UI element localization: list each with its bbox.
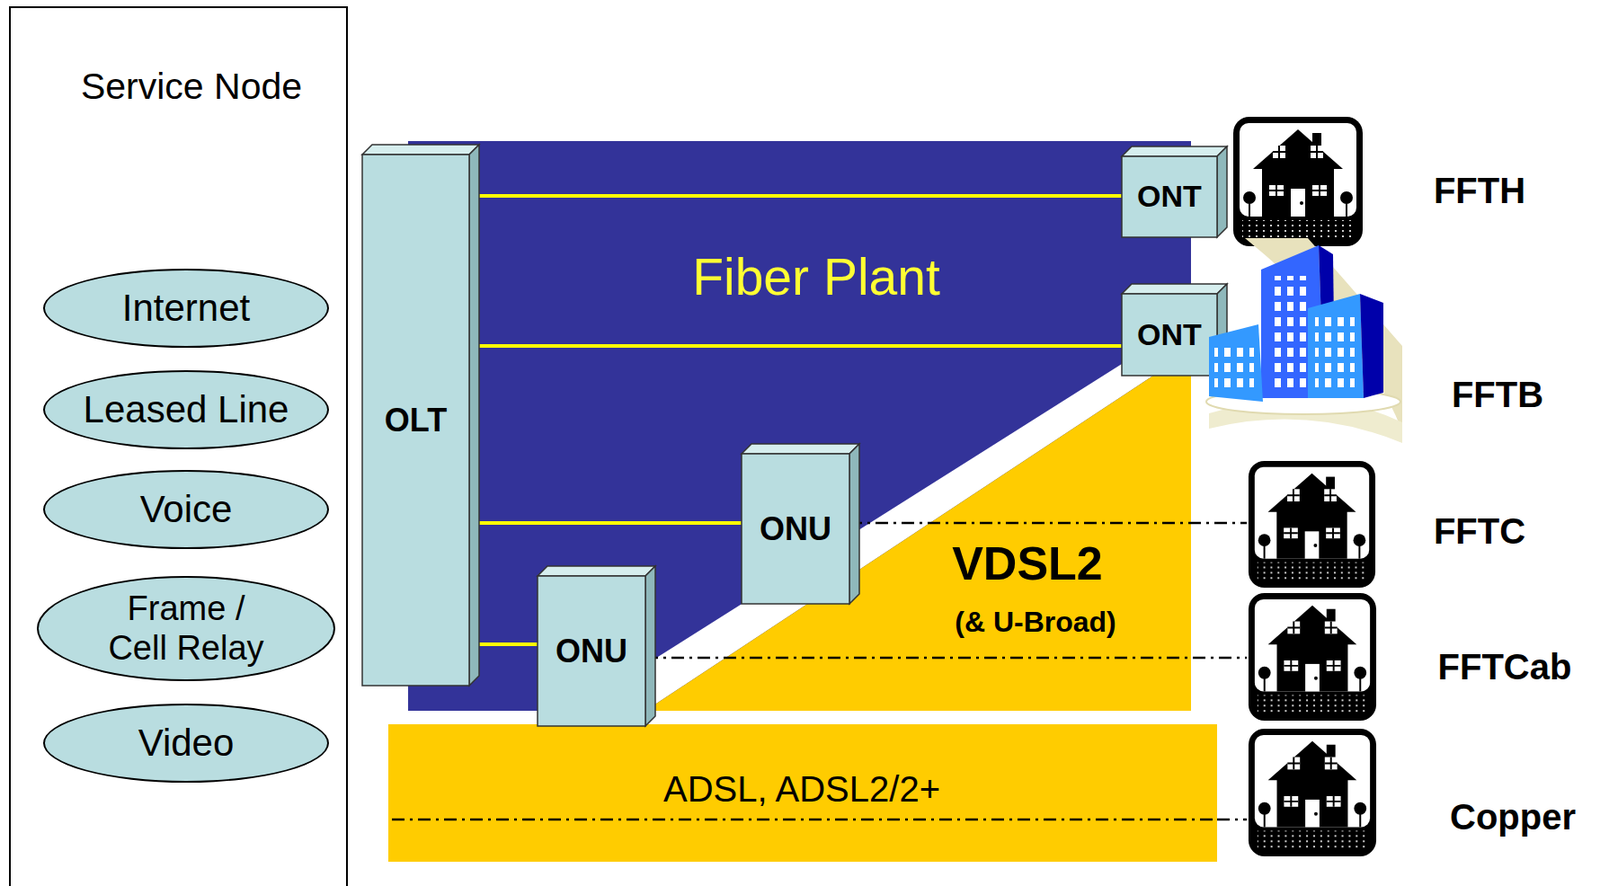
house-graphic: [1246, 591, 1378, 723]
house-icon: FFTH: [1231, 115, 1583, 249]
node-label: Video: [138, 721, 235, 765]
node-label: FFTH: [1433, 169, 1526, 212]
node-label: Fiber Plant: [692, 248, 941, 308]
node-label: OLT: [384, 401, 447, 439]
service-ellipse: Video: [43, 703, 329, 783]
house-icon: FFTCab: [1246, 591, 1583, 723]
onu-box: ONU: [741, 453, 850, 605]
buildings-graphic: [1208, 238, 1403, 450]
node-label: Copper: [1449, 796, 1576, 838]
node-label: VDSL2: [951, 537, 1103, 592]
building-icon: FFTB: [1208, 238, 1583, 450]
node-label: (& U-Broad): [954, 605, 1117, 640]
node-label: FFTB: [1451, 373, 1544, 416]
node-label: Frame / Cell Relay: [96, 589, 276, 668]
house-icon: Copper: [1246, 727, 1583, 859]
ont-box: ONT: [1121, 293, 1218, 376]
adsl-band: ADSL, ADSL2/2+: [388, 724, 1218, 863]
node-label: Voice: [140, 488, 233, 532]
node-label: ONT: [1137, 317, 1202, 353]
node-label: FFTCab: [1438, 646, 1573, 688]
service-ellipse: Voice: [43, 470, 329, 550]
connector-line: [1217, 818, 1247, 822]
node-label: Service Node: [80, 65, 303, 108]
node-label: Internet: [122, 286, 250, 330]
house-graphic: [1246, 459, 1378, 590]
ont-box: ONT: [1121, 156, 1218, 238]
service-ellipse: Leased Line: [43, 370, 329, 450]
service-ellipse: Internet: [43, 268, 329, 348]
house-icon: FFTC: [1246, 459, 1583, 590]
node-label: ONT: [1137, 178, 1202, 214]
node-label: Leased Line: [83, 388, 290, 432]
node-label: ONU: [759, 510, 832, 548]
service-node-panel: Service NodeInternetLeased LineVoiceFram…: [8, 6, 348, 886]
node-label: ONU: [555, 632, 628, 670]
onu-box: ONU: [537, 576, 646, 727]
node-label: FFTC: [1433, 510, 1526, 552]
service-ellipse: Frame / Cell Relay: [36, 576, 336, 682]
olt-box: OLT: [362, 154, 470, 686]
house-graphic: [1231, 115, 1365, 249]
node-label: ADSL, ADSL2/2+: [663, 768, 941, 810]
house-graphic: [1246, 727, 1378, 859]
